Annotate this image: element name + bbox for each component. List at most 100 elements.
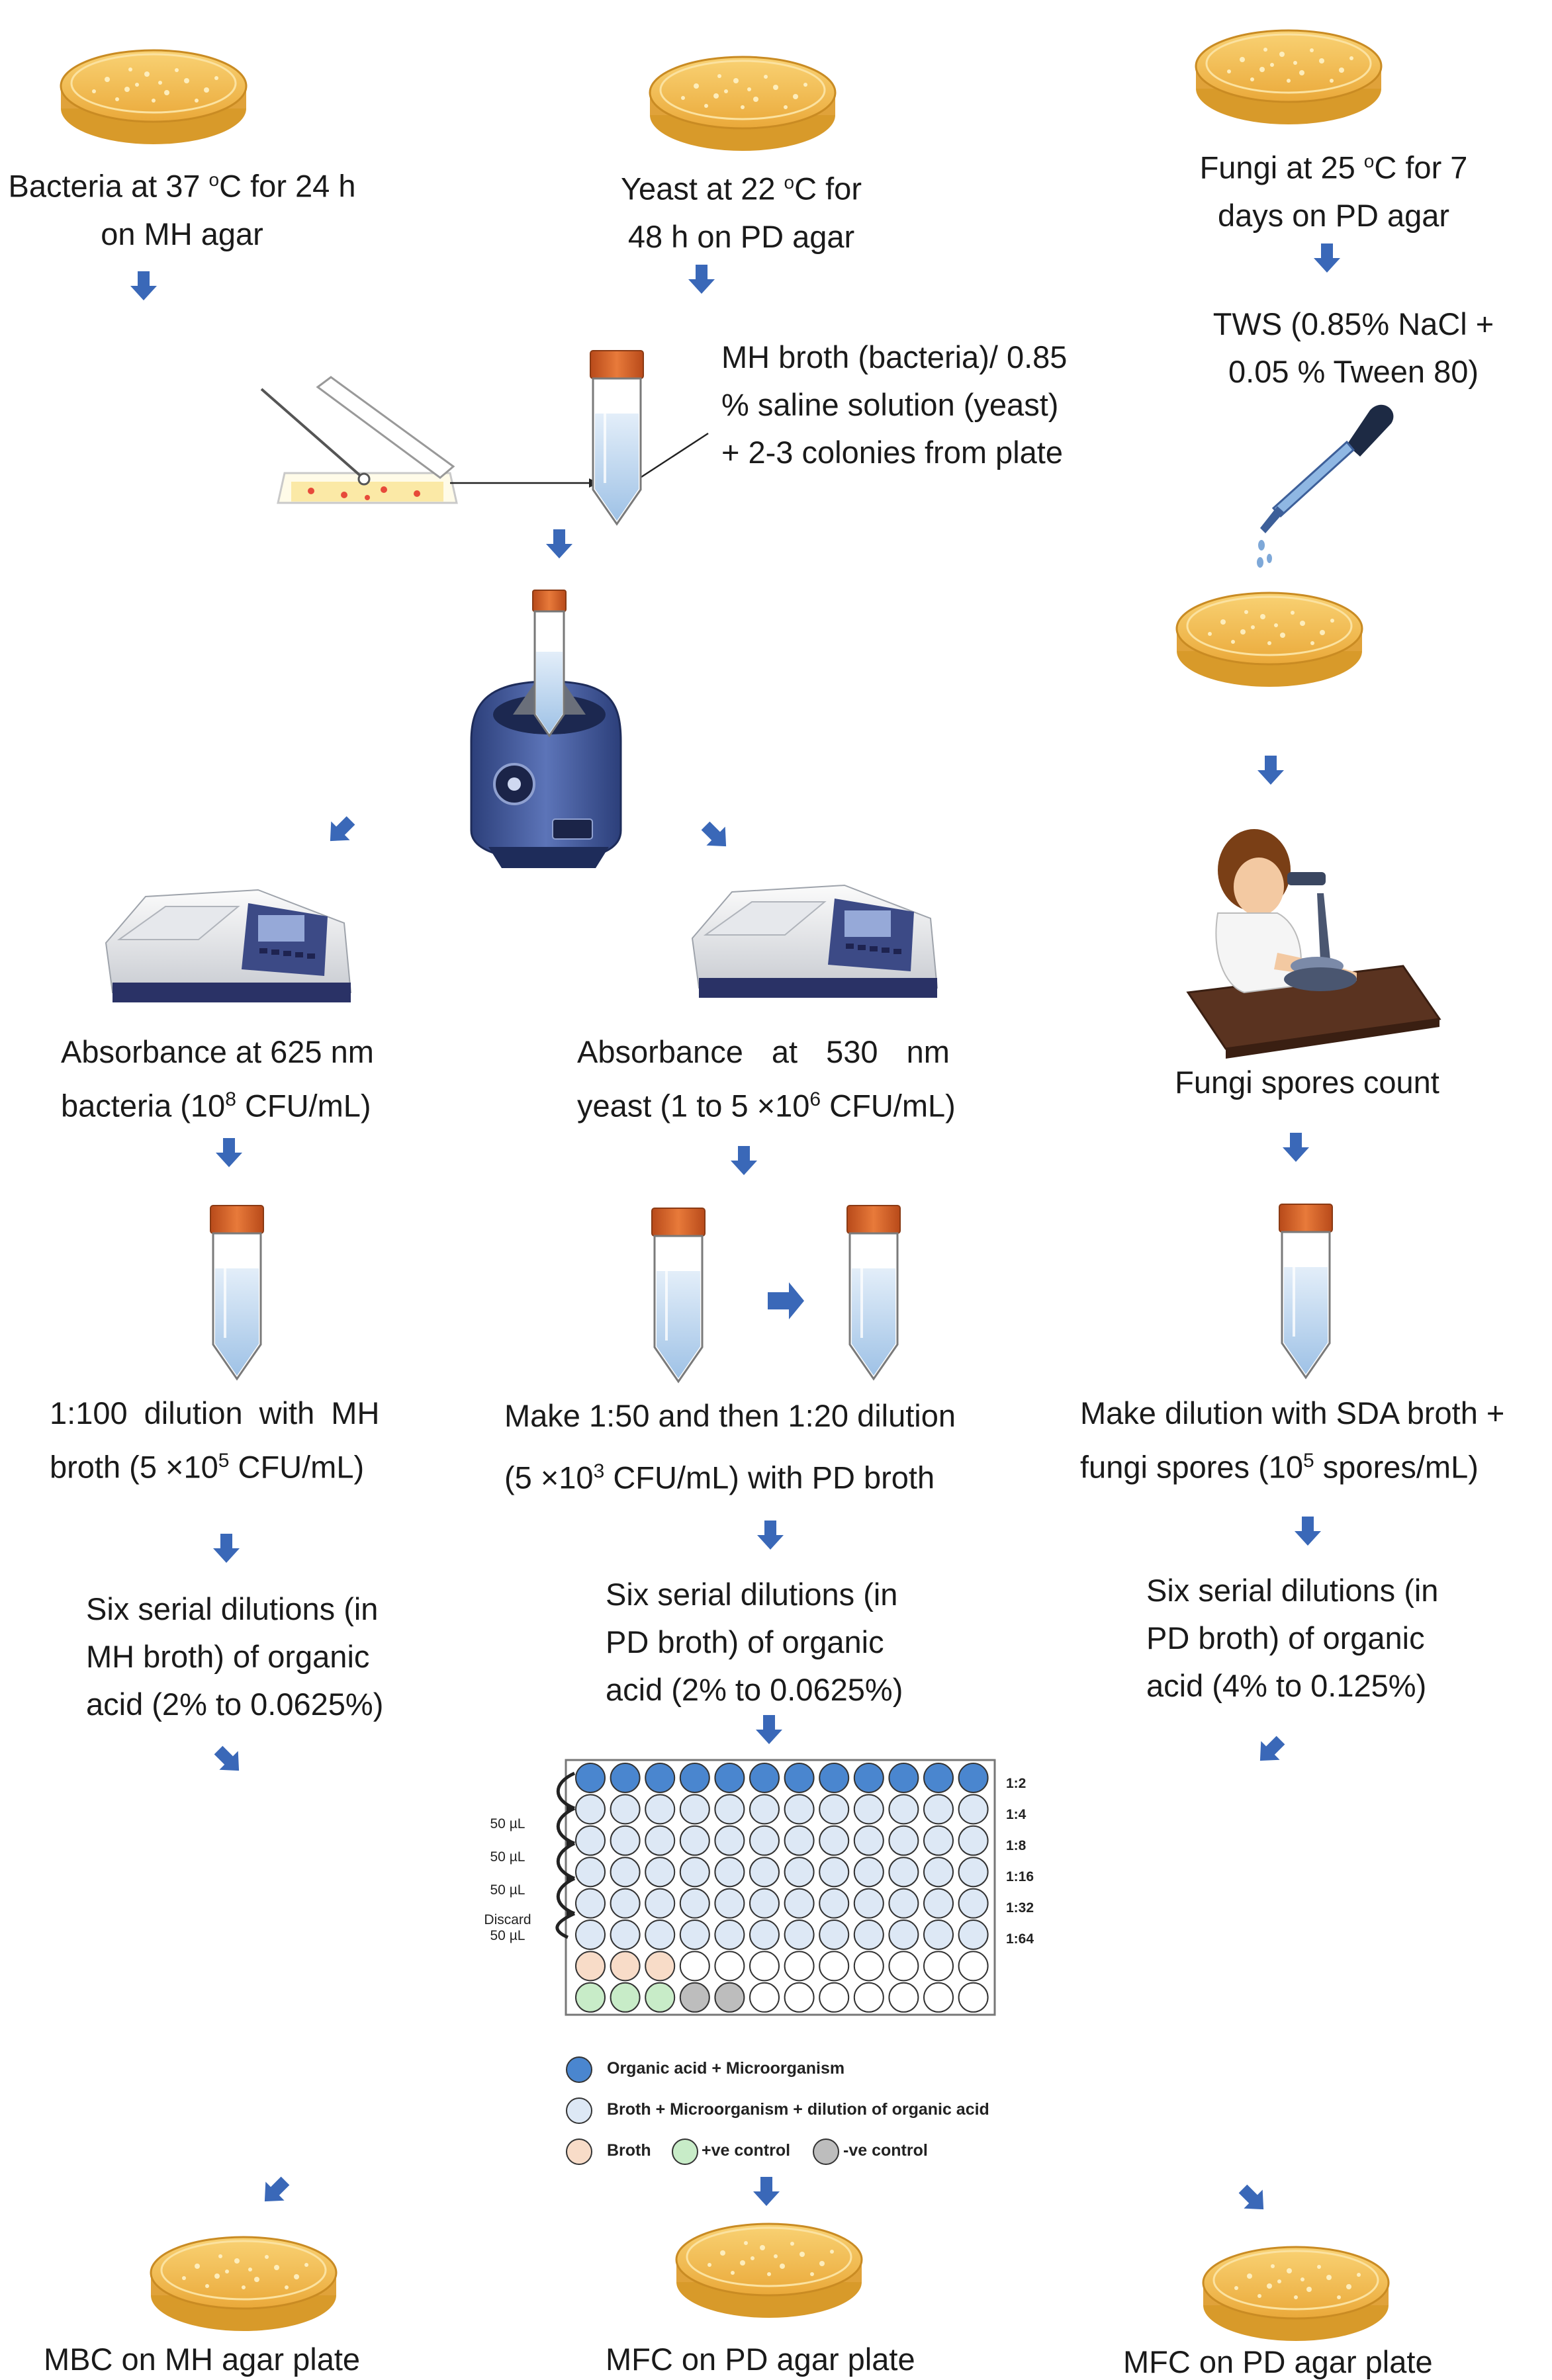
yeast-culture-text: Yeast at 22 oC for 48 h on PD agar — [621, 171, 862, 254]
well — [853, 1857, 884, 1888]
well — [819, 1951, 850, 1982]
well — [575, 1857, 606, 1888]
absorbance-bacteria-text: Absorbance at 625 nm bacteria (108 CFU/m… — [61, 1034, 374, 1124]
well — [853, 1825, 884, 1856]
row-label: 1:8 — [1006, 1838, 1027, 1853]
well — [575, 1763, 606, 1793]
well — [575, 1888, 606, 1919]
transfer-label: 50 µL — [490, 1849, 525, 1865]
legend-swatch-negative — [813, 2138, 839, 2165]
well — [645, 1857, 676, 1888]
well — [714, 1982, 745, 2013]
fungi-spores-count-text: Fungi spores count — [1175, 1065, 1439, 1100]
well — [610, 1763, 641, 1793]
well — [749, 1982, 780, 2013]
well — [923, 1951, 954, 1982]
legend-positive-control: +ve control — [702, 2141, 791, 2160]
legend-swatch-broth-dilution — [566, 2097, 592, 2124]
well — [784, 1763, 815, 1793]
well-plate-96 — [555, 1759, 996, 2016]
well — [923, 1919, 954, 1950]
arrow-down-icon — [1314, 243, 1340, 273]
well — [923, 1825, 954, 1856]
arrow-down-icon — [1295, 1517, 1321, 1546]
well — [610, 1857, 641, 1888]
serial-fungi-text: Six serial dilutions (in PD broth) of or… — [1146, 1573, 1439, 1703]
arrow-down-right-icon — [696, 816, 736, 856]
arrow-down-icon — [130, 271, 157, 300]
row-label: 1:16 — [1006, 1869, 1034, 1884]
bacteria-agar-plate — [60, 49, 248, 146]
well — [575, 1982, 606, 2013]
legend-swatch-broth — [566, 2138, 592, 2165]
well — [819, 1857, 850, 1888]
well — [714, 1888, 745, 1919]
well — [679, 1982, 710, 2013]
arrow-down-icon — [731, 1146, 757, 1175]
well — [923, 1763, 954, 1793]
well — [645, 1763, 676, 1793]
well — [958, 1888, 989, 1919]
well — [749, 1919, 780, 1950]
yeast-agar-plate — [649, 56, 837, 152]
well — [645, 1919, 676, 1950]
well — [749, 1951, 780, 1982]
spectrophotometer-bacteria — [105, 889, 351, 1003]
legend-organic-acid: Organic acid + Microorganism — [607, 2059, 845, 2078]
legend-swatches — [566, 2056, 839, 2165]
dilution-fungi-text: Make dilution with SDA broth + fungi spo… — [1080, 1395, 1505, 1485]
well — [645, 1825, 676, 1856]
well — [679, 1763, 710, 1793]
well — [749, 1888, 780, 1919]
scientist-microscope-icon — [1186, 829, 1441, 1059]
well — [853, 1982, 884, 2013]
well — [679, 1825, 710, 1856]
well — [784, 1857, 815, 1888]
arrow-down-left-icon — [320, 811, 361, 851]
well — [784, 1951, 815, 1982]
well — [749, 1825, 780, 1856]
mfc-plate-fungi — [1202, 2246, 1390, 2342]
legend-swatch-positive — [672, 2138, 698, 2165]
well — [853, 1763, 884, 1793]
tws-text: TWS (0.85% NaCl +0.05 % Tween 80) — [1212, 306, 1494, 389]
well — [610, 1825, 641, 1856]
well — [819, 1794, 850, 1825]
well — [923, 1794, 954, 1825]
mfc-plate-yeast — [675, 2223, 863, 2319]
well — [888, 1763, 919, 1793]
well — [749, 1763, 780, 1793]
well — [575, 1951, 606, 1982]
well — [958, 1825, 989, 1856]
well — [958, 1857, 989, 1888]
fungi-culture-text: Fungi at 25 oC for 7 days on PD agar — [1199, 150, 1468, 233]
arrow-down-icon — [756, 1715, 782, 1744]
bacteria-culture-text: Bacteria at 37 oC for 24 h on MH agar — [8, 168, 356, 251]
well — [853, 1919, 884, 1950]
row-label: 1:4 — [1006, 1807, 1027, 1822]
arrow-down-icon — [753, 2177, 780, 2206]
well — [888, 1794, 919, 1825]
transfer-labels: 50 µL 50 µL 50 µL Discard 50 µL — [471, 1816, 544, 1944]
pipette-dropper — [1257, 404, 1394, 568]
vortex-tube — [532, 590, 567, 738]
mbc-plate — [150, 2236, 338, 2332]
well — [679, 1951, 710, 1982]
arrow-down-right-icon — [208, 1740, 249, 1781]
arrow-down-icon — [1257, 756, 1284, 785]
well — [819, 1919, 850, 1950]
well — [888, 1825, 919, 1856]
arrow-down-icon — [1283, 1133, 1309, 1162]
well — [958, 1982, 989, 2013]
well — [819, 1763, 850, 1793]
legend-broth-dilution: Broth + Microorganism + dilution of orga… — [607, 2100, 989, 2119]
legend-swatch-organic-acid — [566, 2056, 592, 2083]
spectrophotometer-yeast — [692, 885, 938, 998]
well — [888, 1888, 919, 1919]
well — [714, 1794, 745, 1825]
well — [819, 1825, 850, 1856]
well — [575, 1825, 606, 1856]
well — [853, 1951, 884, 1982]
well — [958, 1951, 989, 1982]
